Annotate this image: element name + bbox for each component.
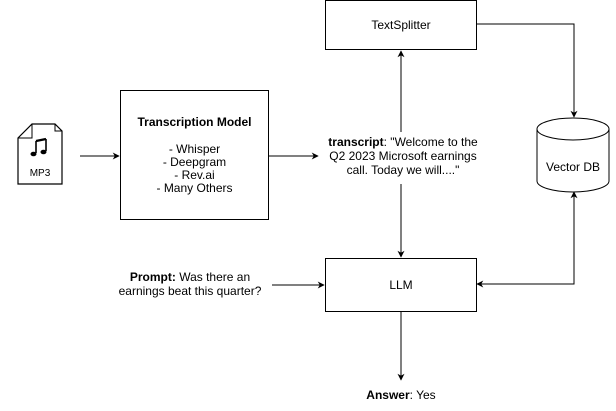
prompt-line1: Was there an — [175, 270, 251, 284]
transcript-line3: call. Today we will...." — [346, 163, 460, 177]
transcript-key: transcript — [328, 135, 384, 149]
transcription-model-title: Transcription Model — [137, 114, 252, 129]
model-item-whisper: - Whisper — [168, 141, 221, 156]
music-note-icon — [30, 137, 47, 157]
model-item-others: - Many Others — [156, 180, 233, 195]
transcript-annotation: transcript: "Welcome to the Q2 2023 Micr… — [323, 135, 483, 177]
mp3-file-label: MP3 — [29, 168, 51, 179]
database-cylinder-icon — [536, 117, 610, 193]
edge-vectordb-to-llm — [476, 191, 578, 288]
edge-textsplitter-to-vectordb — [477, 23, 578, 118]
transcription-model-box: Transcription Model - Whisper - Deepgram… — [120, 90, 269, 220]
answer-key: Answer — [366, 388, 410, 402]
transcript-line2: Q2 2023 Microsoft earnings — [329, 149, 477, 163]
prompt-annotation: Prompt: Was there an earnings beat this … — [110, 270, 270, 298]
vector-db-label: Vector DB — [545, 160, 601, 174]
prompt-key: Prompt: — [129, 270, 176, 284]
llm-label: LLM — [389, 278, 413, 292]
answer-value: : Yes — [409, 388, 436, 402]
transcript-line1: : "Welcome to the — [383, 135, 478, 149]
model-item-deepgram: - Deepgram — [162, 154, 227, 169]
textsplitter-box: TextSplitter — [325, 0, 477, 50]
llm-box: LLM — [325, 258, 477, 312]
textsplitter-label: TextSplitter — [371, 18, 431, 32]
mp3-audio-file-icon — [17, 123, 63, 185]
model-item-revai: - Rev.ai — [174, 167, 215, 182]
prompt-line2: earnings beat this quarter? — [118, 284, 262, 298]
answer-annotation: Answer: Yes — [341, 388, 461, 402]
